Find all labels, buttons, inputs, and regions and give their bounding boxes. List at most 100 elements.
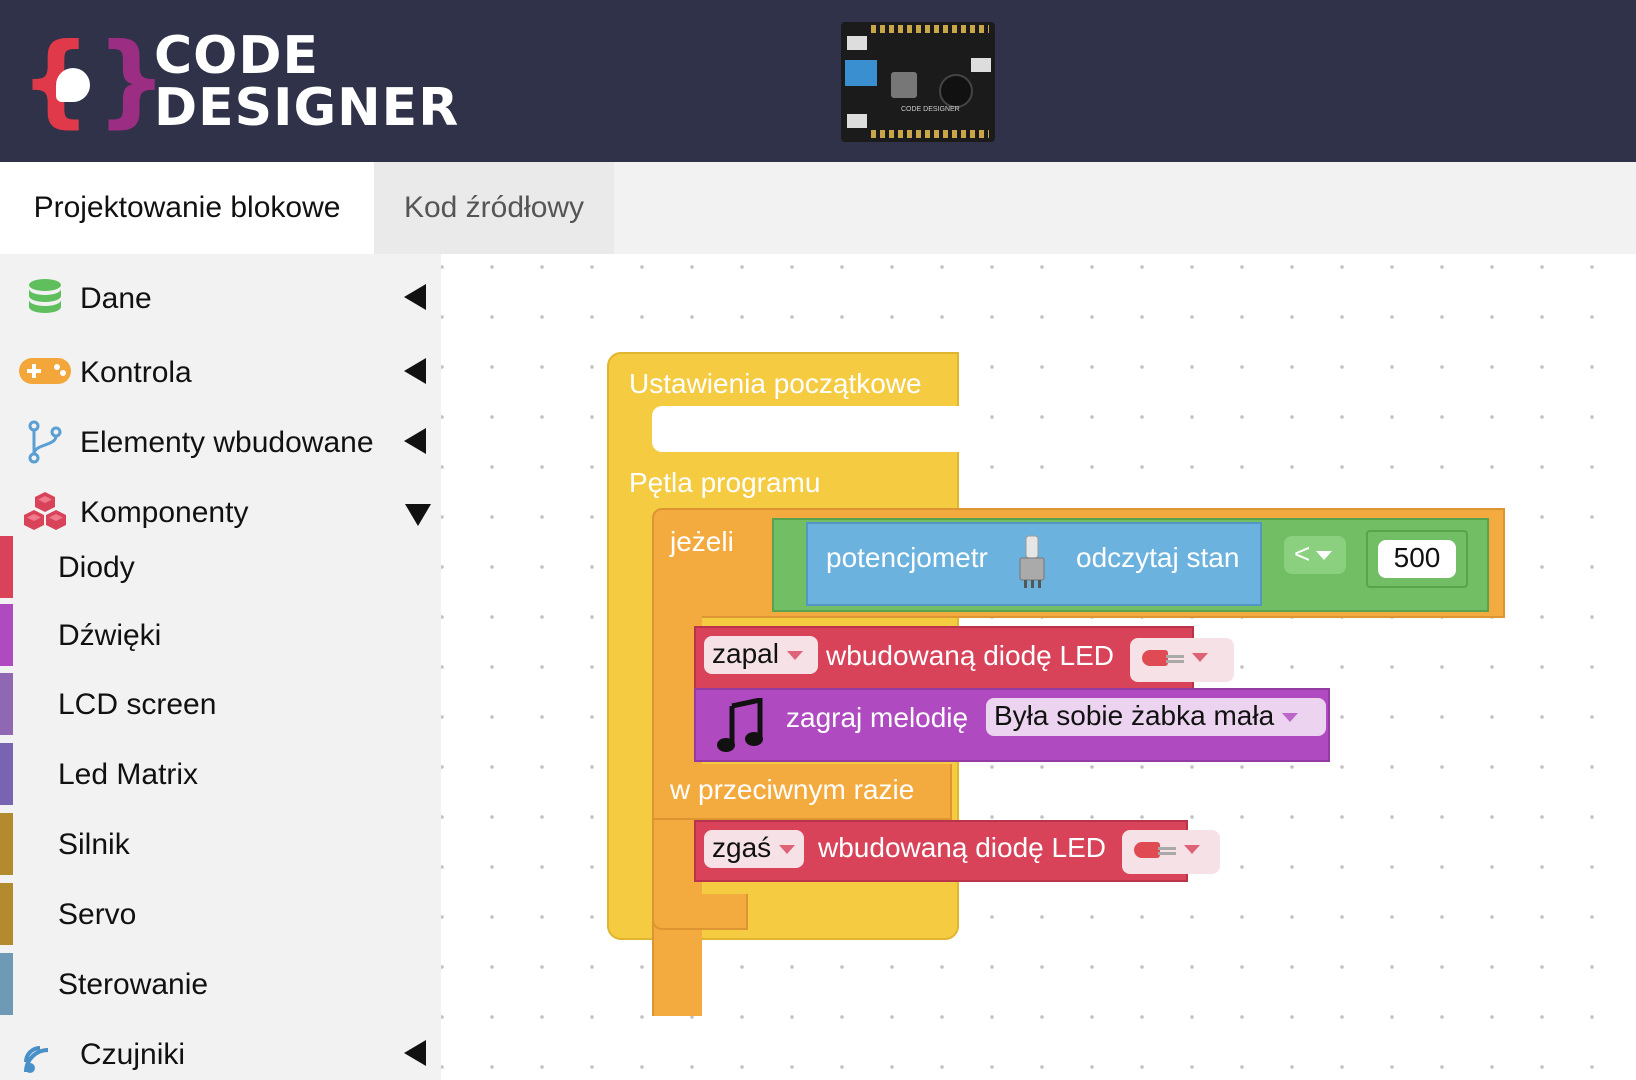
dropdown-arrow-icon (1316, 551, 1333, 561)
subcategory-servo[interactable]: Servo (0, 883, 441, 949)
category-color-bar (0, 604, 13, 666)
board-buzzer (939, 74, 973, 108)
subcategory-diody[interactable]: Diody (0, 536, 441, 602)
led-on-block[interactable]: zapal wbudowaną diodę LED (694, 626, 1234, 692)
operator-value: < (1294, 538, 1311, 569)
subcategory-lcd-screen[interactable]: LCD screen (0, 673, 441, 739)
category-color-bar (0, 673, 13, 735)
blockly-workspace[interactable]: Ustawienia początkowe Pętla programu jeż… (441, 254, 1636, 1080)
code-designer-logo[interactable]: { } CODE DESIGNER (20, 21, 458, 140)
app-header: { } CODE DESIGNER CODE DESIGNER (0, 0, 1636, 162)
collapse-arrow-icon (404, 358, 426, 384)
dropdown-arrow-icon (786, 651, 803, 661)
subcategory-label: Dźwięki (58, 619, 162, 652)
play-melody-block[interactable]: zagraj melodię Była sobie żabka mała (694, 688, 1330, 762)
led-off-action-value: zgaś (712, 832, 772, 863)
if-label: jeżeli (670, 526, 734, 557)
tab-source-code[interactable]: Kod źródłowy (374, 162, 614, 254)
board-pins-bottom (871, 130, 989, 138)
subcategory-label: Diody (58, 551, 135, 584)
threshold-field[interactable]: 500 (1378, 540, 1456, 578)
tab-block-design[interactable]: Projektowanie blokowe (0, 162, 374, 254)
subcategory-sterowanie[interactable]: Sterowanie (0, 953, 441, 1019)
category-color-bar (0, 743, 13, 805)
board-display (845, 60, 877, 86)
setup-label: Ustawienia początkowe (629, 368, 922, 399)
number-block[interactable]: 500 (1366, 530, 1468, 588)
category-czujniki[interactable]: Czujniki (0, 1024, 441, 1080)
logo-line2: DESIGNER (154, 78, 460, 138)
board-module (971, 58, 991, 72)
category-label: Dane (80, 282, 152, 315)
if-block-bottom (652, 894, 748, 930)
collapse-arrow-icon (404, 284, 426, 310)
dropdown-arrow-icon (779, 845, 796, 855)
database-icon (29, 279, 61, 313)
potentiometer-read-block[interactable]: potencjometr odczytaj stan (806, 522, 1262, 606)
logo-drop-icon (56, 68, 90, 102)
subcategory-label: Sterowanie (58, 968, 209, 1001)
branch-icon (28, 420, 62, 464)
led-off-select-dropdown[interactable] (1122, 830, 1220, 874)
subcategory-silnik[interactable]: Silnik (0, 813, 441, 879)
sensor-action: odczytaj stan (1076, 542, 1240, 573)
led-off-action-dropdown[interactable]: zgaś (704, 830, 804, 868)
else-row: w przeciwnym razie (652, 764, 952, 820)
led-on-text: wbudowaną diodę LED (826, 640, 1114, 671)
block-toolbox: Dane Kontrola Elementy wbudowane (0, 254, 441, 1080)
category-dane[interactable]: Dane (0, 268, 441, 328)
led-icon (1130, 839, 1176, 861)
category-label: Kontrola (80, 356, 192, 389)
category-kontrola[interactable]: Kontrola (0, 342, 441, 402)
subcategory-label: LCD screen (58, 688, 217, 721)
collapse-arrow-icon (404, 428, 426, 454)
category-label: Czujniki (80, 1038, 186, 1071)
editor-tabs: Projektowanie blokowe Kod źródłowy (0, 162, 1636, 255)
potentiometer-icon (1019, 535, 1045, 588)
else-label: w przeciwnym razie (670, 774, 915, 805)
category-color-bar (0, 536, 13, 598)
subcategory-label: Servo (58, 898, 137, 931)
logo-text: CODE DESIGNER (154, 30, 459, 134)
gamepad-icon (19, 358, 71, 384)
collapse-arrow-icon (404, 1040, 426, 1066)
category-label: Komponenty (80, 496, 249, 529)
category-color-bar (0, 813, 13, 875)
expand-arrow-icon (405, 504, 431, 526)
logo-brace-right: } (96, 21, 168, 138)
operator-dropdown[interactable]: < (1284, 536, 1346, 574)
setup-slot[interactable] (652, 406, 962, 452)
category-komponenty[interactable]: Komponenty (0, 482, 441, 542)
sensor-name: potencjometr (826, 542, 988, 573)
education-board-image: CODE DESIGNER (841, 22, 995, 142)
led-icon (1138, 647, 1184, 669)
melody-value: Była sobie żabka mała (994, 700, 1275, 731)
subcategory-led-matrix[interactable]: Led Matrix (0, 743, 441, 809)
led-off-block[interactable]: zgaś wbudowaną diodę LED (694, 820, 1220, 882)
board-label: CODE DESIGNER (901, 106, 960, 113)
led-on-select-dropdown[interactable] (1130, 638, 1234, 682)
led-off-text: wbudowaną diodę LED (818, 832, 1106, 863)
board-module (847, 114, 867, 128)
loop-label: Pętla programu (629, 467, 821, 498)
subcategory-label: Led Matrix (58, 758, 199, 791)
led-on-action-dropdown[interactable]: zapal (704, 636, 818, 674)
category-elementy-wbudowane[interactable]: Elementy wbudowane (0, 412, 441, 472)
satellite-icon (24, 1046, 49, 1073)
music-note-icon (717, 698, 763, 752)
category-color-bar (0, 953, 13, 1015)
cubes-icon (24, 492, 66, 530)
melody-dropdown[interactable]: Była sobie żabka mała (986, 698, 1326, 736)
subcategory-label: Silnik (58, 828, 130, 861)
board-pins-top (871, 25, 989, 33)
dropdown-arrow-icon (1282, 713, 1299, 723)
led-on-action-value: zapal (712, 638, 779, 669)
play-melody-text: zagraj melodię (786, 702, 969, 733)
subcategory-dzwieki[interactable]: Dźwięki (0, 604, 441, 670)
category-label: Elementy wbudowane (80, 426, 374, 459)
logo-line1: CODE (154, 26, 320, 86)
dropdown-arrow-icon (1192, 653, 1208, 663)
dropdown-arrow-icon (1184, 845, 1200, 855)
board-module (847, 36, 867, 50)
category-color-bar (0, 883, 13, 945)
